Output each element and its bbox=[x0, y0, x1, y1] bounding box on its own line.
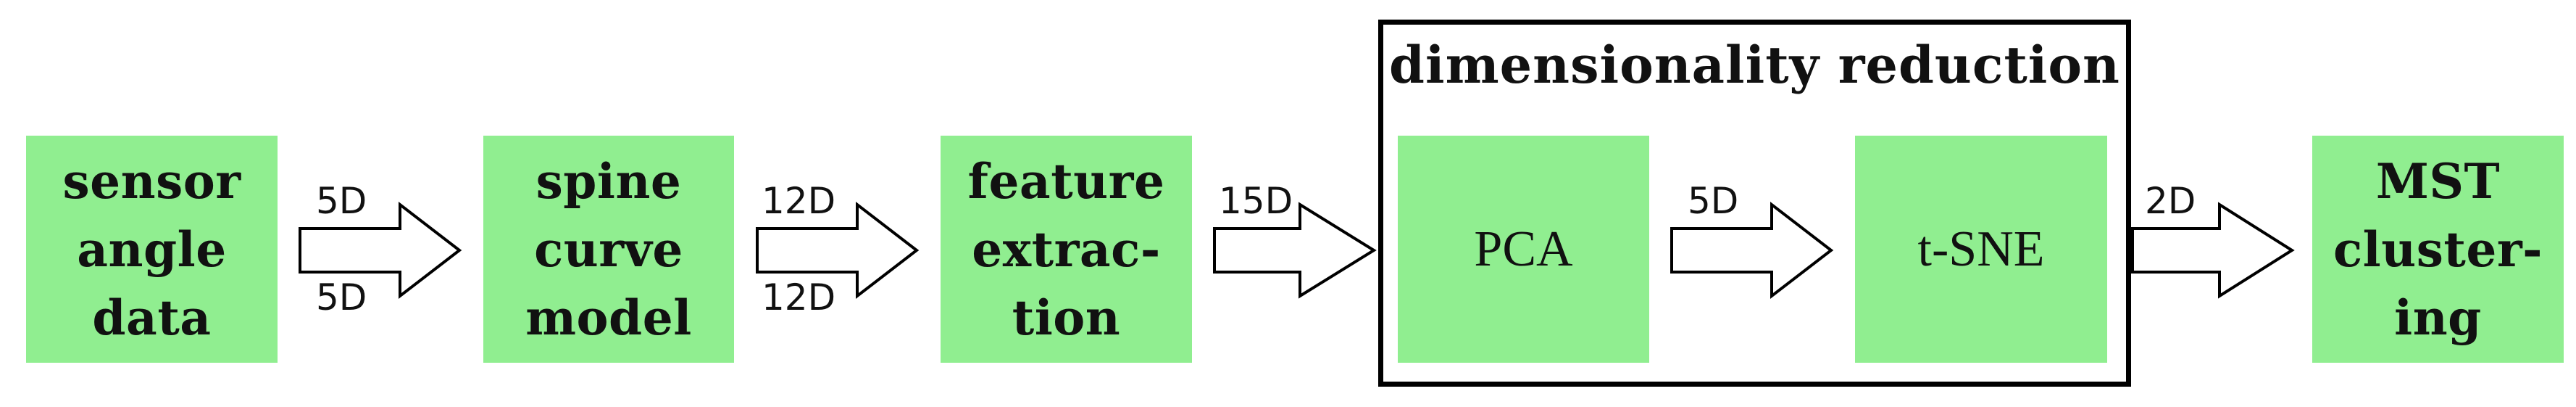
box-line: PCA bbox=[1474, 221, 1573, 277]
block-arrow-icon bbox=[756, 201, 920, 300]
box-line: spine bbox=[535, 152, 682, 210]
arrow-5-top-label: 2D bbox=[2145, 180, 2196, 222]
arrow-2-bottom-label: 12D bbox=[762, 276, 836, 318]
box-sensor-angle-data-text: sensor angle data bbox=[62, 147, 241, 352]
box-sensor-angle-data: sensor angle data bbox=[26, 136, 278, 363]
box-line: cluster- bbox=[2333, 221, 2543, 278]
arrow-1-top-label: 5D bbox=[316, 180, 367, 222]
box-line: MST bbox=[2375, 152, 2501, 210]
box-line: curve bbox=[534, 221, 683, 278]
box-mst-clustering-text: MST cluster- ing bbox=[2333, 147, 2543, 352]
box-line: t-SNE bbox=[1917, 221, 2045, 277]
box-line: data bbox=[92, 289, 212, 346]
block-arrow-icon bbox=[1213, 202, 1377, 299]
box-mst-clustering: MST cluster- ing bbox=[2312, 136, 2564, 363]
box-tsne: t-SNE bbox=[1855, 136, 2107, 363]
box-tsne-text: t-SNE bbox=[1918, 215, 2045, 284]
box-line: angle bbox=[77, 221, 227, 278]
arrow-4-top-label: 5D bbox=[1688, 180, 1739, 222]
block-arrow-icon bbox=[299, 201, 462, 300]
arrow-reduction-to-mst bbox=[2131, 202, 2298, 299]
arrow-pca-to-tsne bbox=[1670, 201, 1837, 300]
dimensionality-reduction-title: dimensionality reduction bbox=[1389, 35, 2120, 95]
box-line: tion bbox=[1012, 289, 1121, 346]
box-feature-extraction: feature extrac- tion bbox=[941, 136, 1192, 363]
arrow-spine-to-feature bbox=[756, 201, 922, 300]
arrow-feature-to-reduction bbox=[1213, 202, 1380, 299]
box-feature-extraction-text: feature extrac- tion bbox=[968, 147, 1165, 352]
box-pca-text: PCA bbox=[1474, 215, 1572, 284]
arrow-sensor-to-spine bbox=[299, 201, 465, 300]
arrow-2-top-label: 12D bbox=[762, 180, 836, 222]
box-pca: PCA bbox=[1398, 136, 1649, 363]
arrow-1-bottom-label: 5D bbox=[316, 276, 367, 318]
box-line: ing bbox=[2394, 289, 2482, 346]
dimensionality-reduction-frame bbox=[1378, 20, 2131, 387]
block-arrow-icon bbox=[1670, 201, 1834, 300]
box-spine-curve-model: spine curve model bbox=[483, 136, 734, 363]
box-spine-curve-model-text: spine curve model bbox=[525, 147, 692, 352]
block-arrow-icon bbox=[2131, 202, 2295, 299]
arrow-3-top-label: 15D bbox=[1219, 180, 1293, 222]
box-line: extrac- bbox=[972, 221, 1161, 278]
box-line: sensor bbox=[62, 152, 241, 210]
box-line: feature bbox=[967, 152, 1165, 210]
box-line: model bbox=[525, 289, 692, 346]
